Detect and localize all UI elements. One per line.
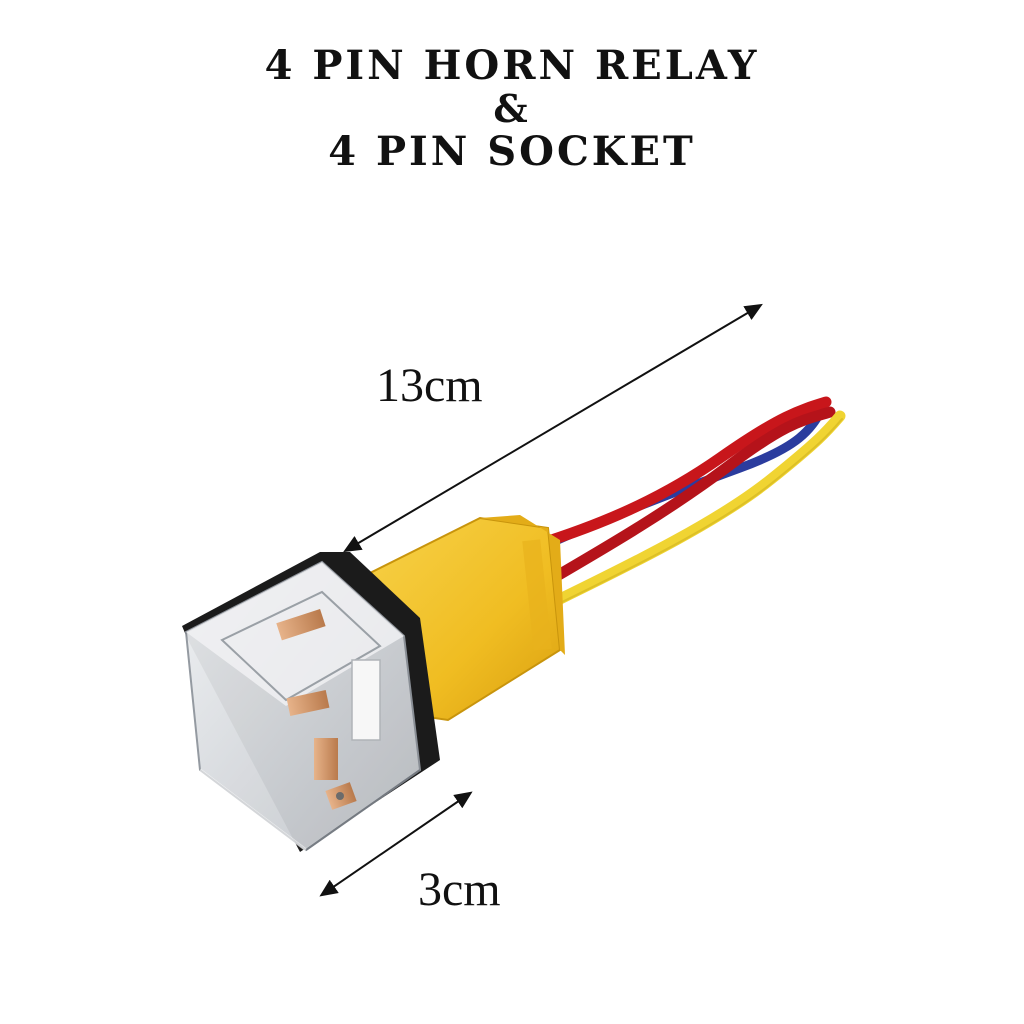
- title-line-1: 4 PIN HORN RELAY: [264, 42, 760, 89]
- yellow-wire: [552, 410, 846, 606]
- width-dimension-arrow: [319, 791, 473, 897]
- title-line-3: 4 PIN SOCKET: [328, 128, 696, 175]
- red-wire-lower: [544, 406, 836, 586]
- length-dimension-arrow: [343, 303, 763, 553]
- relay-clear-cover: [184, 560, 422, 852]
- red-wire-upper: [530, 396, 832, 551]
- wires: [530, 396, 846, 606]
- title-line-2: &: [493, 86, 531, 131]
